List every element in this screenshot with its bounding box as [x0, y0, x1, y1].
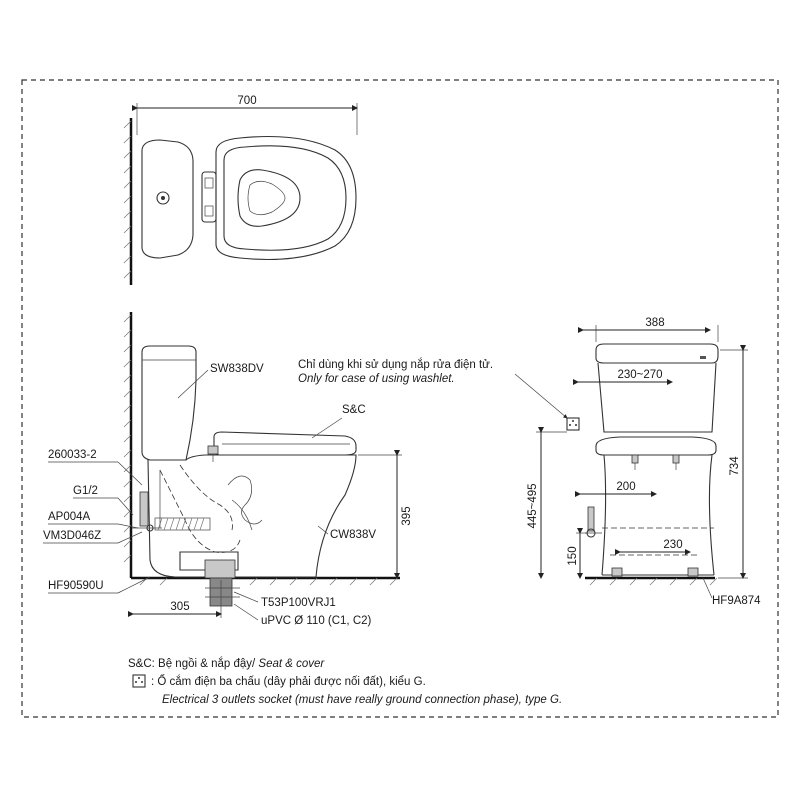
note-washlet-vi: Chỉ dùng khi sử dụng nắp rửa điện tử.: [298, 358, 493, 371]
label-vm3d046z: VM3D046Z: [43, 530, 101, 542]
dim-seat-height: 395: [401, 506, 413, 525]
dim-outlet-height-range: 445~495: [527, 483, 539, 528]
dim-inlet-range: 230~270: [617, 369, 662, 381]
front-floor-hatch: [589, 577, 718, 586]
drawing-frame: [21, 79, 779, 718]
dim-rough-in: 305: [170, 601, 189, 613]
label-ap004a: AP004A: [48, 511, 91, 523]
label-upvc: uPVC Ø 110 (C1, C2): [261, 615, 372, 627]
legend: S&C: Bệ ngồi & nắp đậy/ Seat & cover : Ổ…: [128, 657, 562, 706]
label-g12: G1/2: [73, 485, 98, 497]
legend-sc: S&C: Bệ ngồi & nắp đậy/ Seat & cover: [128, 657, 325, 670]
label-bowl: CW838V: [330, 529, 376, 541]
side-floor-hatch: [139, 577, 398, 586]
washlet-note: Chỉ dùng khi sử dụng nắp rửa điện tử. On…: [298, 358, 568, 419]
label-260033: 260033-2: [48, 449, 97, 461]
legend-socket-icon: [132, 674, 146, 688]
front-view: 388 230~270 734 200 230 445~495 150 HF9A…: [527, 317, 761, 607]
label-hf90590u: HF90590U: [48, 580, 104, 592]
top-wall-hatch: [123, 120, 132, 279]
dim-width-front: 388: [645, 317, 664, 329]
dim-width-top: 700: [237, 95, 256, 107]
top-view: 700: [123, 95, 358, 285]
dim-total-height: 734: [729, 456, 741, 476]
label-hf9a874: HF9A874: [712, 595, 761, 607]
legend-socket-vi: : Ổ cắm điện ba chấu (dây phải được nối …: [151, 675, 426, 688]
label-seat-cover: S&C: [342, 404, 366, 416]
side-view: 395 305 SW838DV S&C CW838V 260033-2 G1/2…: [43, 312, 413, 627]
electrical-socket: [566, 417, 580, 431]
dim-offset-200: 200: [616, 481, 635, 493]
legend-socket-en: Electrical 3 outlets socket (must have r…: [162, 694, 562, 706]
dim-height-150: 150: [567, 546, 579, 565]
dim-offset-230: 230: [663, 539, 682, 551]
label-t53p100vrj1: T53P100VRJ1: [261, 597, 336, 609]
side-wall-hatch: [123, 314, 132, 563]
label-tank: SW838DV: [210, 363, 264, 375]
note-washlet-en: Only for case of using washlet.: [298, 373, 455, 385]
